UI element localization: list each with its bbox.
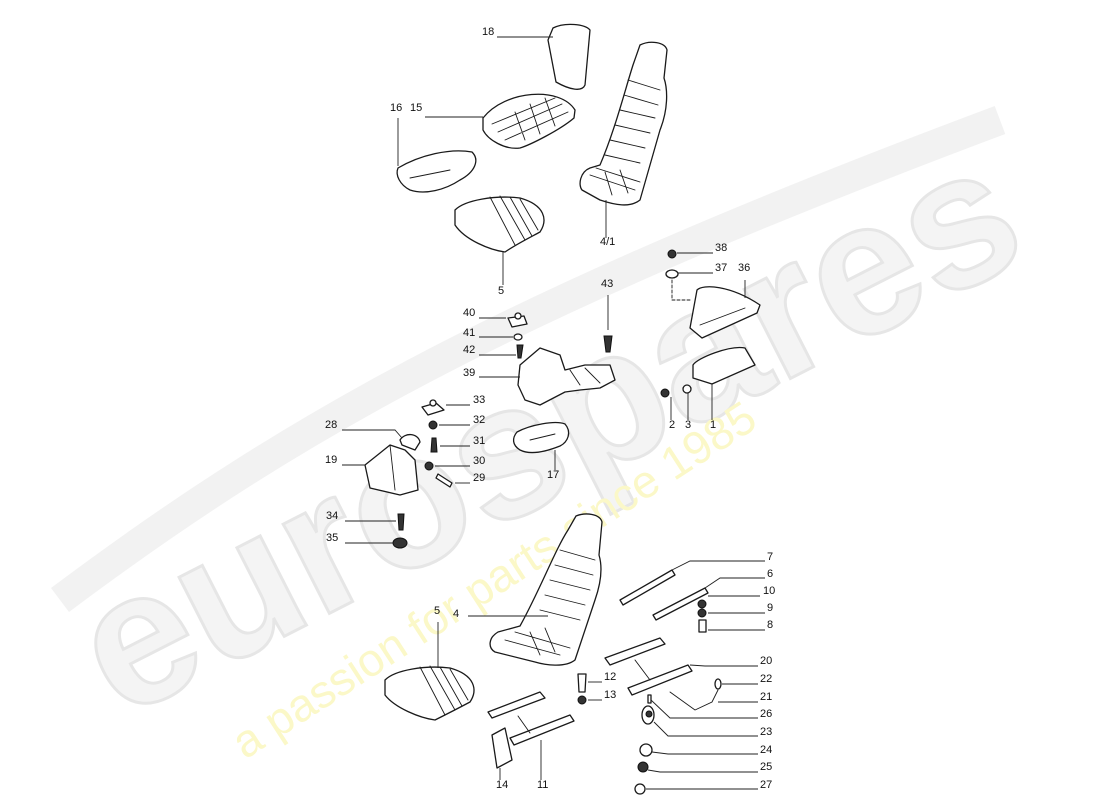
- part-14-adjuster-plate: [491, 727, 513, 780]
- callout-4-1: 4/1: [600, 236, 616, 248]
- part-18-backrest-pad: [497, 23, 591, 90]
- callout-8: 8: [767, 619, 774, 631]
- callout-13: 13: [604, 689, 617, 701]
- callout-2: 2: [669, 419, 676, 431]
- callout-24: 24: [760, 744, 773, 756]
- part-8-bolt: [698, 619, 765, 633]
- part-39-center-console: [479, 347, 616, 406]
- callout-7: 7: [767, 551, 774, 563]
- callout-41: 41: [463, 327, 476, 339]
- part-30-washer: [424, 461, 470, 471]
- part-28-clip: [342, 429, 421, 451]
- callout-39: 39: [463, 367, 476, 379]
- callout-37: 37: [715, 262, 728, 274]
- part-26-pin: [647, 694, 758, 719]
- part-5-cushion-lower: [384, 622, 475, 721]
- callout-22: 22: [760, 673, 773, 685]
- callout-4: 4: [453, 608, 460, 620]
- callout-14: 14: [496, 779, 509, 791]
- callout-31: 31: [473, 435, 486, 447]
- callout-20: 20: [760, 655, 773, 667]
- callout-38: 38: [715, 242, 728, 254]
- part-22-knob: [714, 678, 758, 690]
- callout-16: 16: [390, 102, 403, 114]
- callout-32: 32: [473, 414, 486, 426]
- part-20-seat-slider: [604, 637, 758, 696]
- part-19-cover: [342, 444, 419, 496]
- callout-35: 35: [326, 532, 339, 544]
- callout-36: 36: [738, 262, 751, 274]
- part-4-seat-lower: [468, 513, 603, 666]
- part-17-armrest: [512, 421, 570, 470]
- part-42-screw: [479, 344, 524, 359]
- part-31-screw: [430, 437, 470, 453]
- callout-19: 19: [325, 454, 338, 466]
- callout-18: 18: [482, 26, 495, 38]
- part-2-clip: [660, 388, 672, 420]
- callout-27: 27: [760, 779, 773, 791]
- callout-29: 29: [473, 472, 486, 484]
- part-41-washer: [479, 333, 523, 341]
- part-12-bolt: [577, 673, 602, 693]
- part-7-rail: [619, 560, 765, 606]
- part-25-spring: [637, 761, 758, 773]
- part-32-nut: [428, 420, 470, 430]
- callout-40: 40: [463, 307, 476, 319]
- callout-12: 12: [604, 671, 617, 683]
- callout-34: 34: [326, 510, 339, 522]
- callout-9: 9: [767, 602, 774, 614]
- callout-43: 43: [601, 278, 614, 290]
- part-37-washer: [665, 269, 713, 301]
- callout-33: 33: [473, 394, 486, 406]
- part-11-seat-slider: [487, 691, 575, 780]
- callout-10: 10: [763, 585, 776, 597]
- part-36-console-lid: [689, 280, 761, 339]
- callout-23: 23: [760, 726, 773, 738]
- callout-5a: 5: [498, 285, 505, 297]
- part-38-screw: [667, 249, 713, 259]
- part-43-screw: [603, 295, 613, 353]
- part-3-nut: [682, 384, 692, 420]
- part-34-screw: [345, 513, 405, 531]
- callout-26: 26: [760, 708, 773, 720]
- part-24-bushing: [639, 743, 758, 757]
- callout-6: 6: [767, 568, 774, 580]
- part-16-cushion-pad: [396, 118, 477, 193]
- callout-25: 25: [760, 761, 773, 773]
- callout-3: 3: [685, 419, 692, 431]
- part-6-rail: [652, 577, 765, 621]
- callout-1: 1: [710, 419, 717, 431]
- callout-21: 21: [760, 691, 773, 703]
- part-15-seat-base: [425, 93, 576, 149]
- part-33-clip-nut: [421, 399, 470, 416]
- part-9-washer: [697, 608, 765, 618]
- callout-5b: 5: [434, 605, 441, 617]
- part-35-grommet: [345, 537, 408, 549]
- callout-17: 17: [547, 469, 560, 481]
- part-1-console-tray: [692, 346, 756, 420]
- part-10-nut: [697, 595, 760, 609]
- part-23-bracket: [641, 705, 758, 737]
- part-4-1-seat-upper: [579, 41, 668, 238]
- callout-11: 11: [537, 779, 549, 791]
- callout-15: 15: [410, 102, 423, 114]
- part-40-clip-nut: [479, 312, 528, 328]
- part-29-bolt: [435, 473, 470, 488]
- part-21-lever: [669, 689, 758, 711]
- part-5-cushion-upper: [454, 195, 545, 285]
- part-27-nut: [634, 783, 758, 795]
- callout-30: 30: [473, 455, 486, 467]
- callout-28: 28: [325, 419, 338, 431]
- callout-42: 42: [463, 344, 476, 356]
- part-13-nut: [577, 695, 602, 705]
